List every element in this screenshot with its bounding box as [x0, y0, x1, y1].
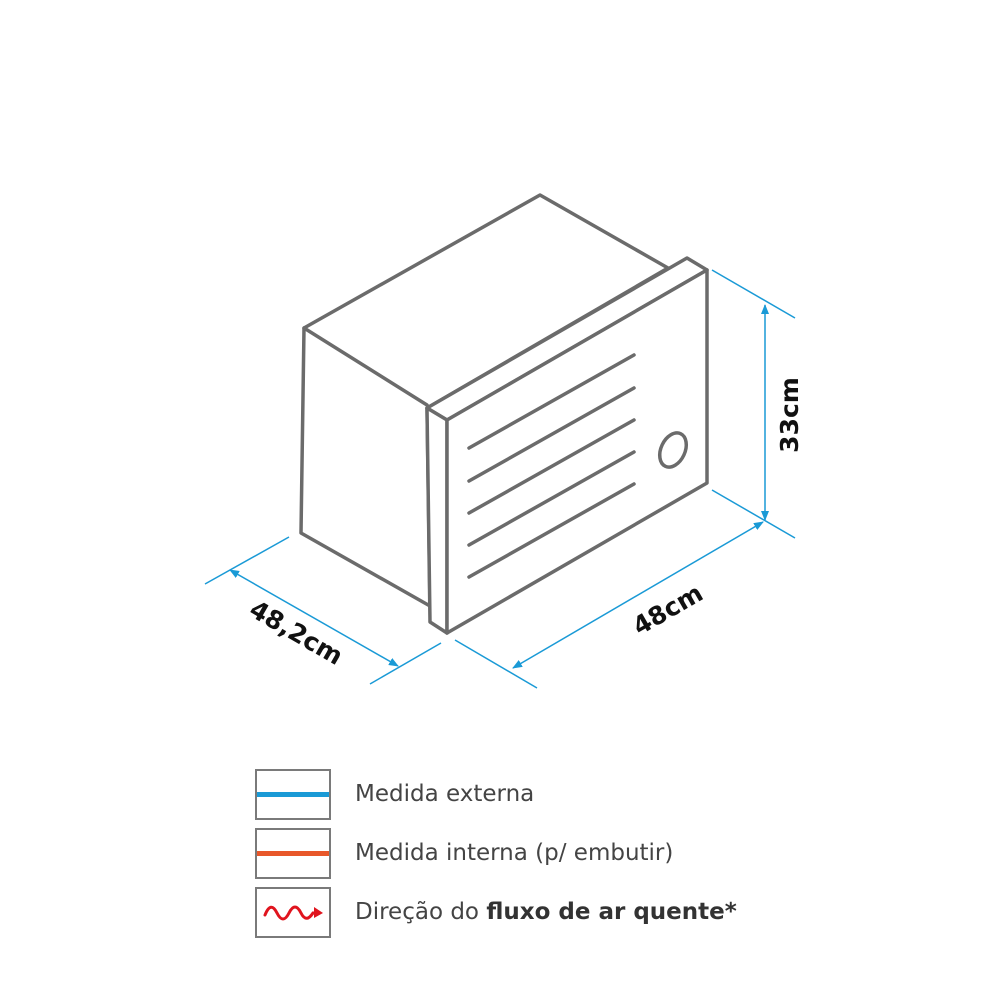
dimension-lines — [204, 269, 796, 689]
depth-dimension — [229, 569, 399, 667]
height-label: 33cm — [775, 377, 804, 453]
width-label: 48cm — [628, 578, 708, 641]
oven-top-edge — [302, 326, 429, 407]
front-panel-edge — [425, 406, 449, 635]
wavy-arrow-icon — [255, 886, 331, 938]
blue-line-icon — [255, 768, 331, 820]
oven-outline — [299, 193, 709, 635]
legend-label: Medida externa — [355, 781, 535, 807]
width-dimension — [512, 521, 764, 669]
legend-label-bold: fluxo de ar quente* — [486, 899, 737, 925]
legend-label: Medida interna (p/ embutir) — [355, 840, 674, 866]
knob-icon — [657, 431, 689, 469]
legend-item-hot-air: Direção do fluxo de ar quente* — [255, 885, 737, 939]
legend-label: Direção do fluxo de ar quente* — [355, 899, 737, 925]
depth-label: 48,2cm — [245, 594, 348, 670]
legend-item-internal: Medida interna (p/ embutir) — [255, 826, 673, 880]
legend-label-prefix: Direção do — [355, 899, 487, 925]
vent-slats — [467, 353, 636, 579]
orange-line-icon — [255, 827, 331, 879]
legend-item-external: Medida externa — [255, 767, 534, 821]
